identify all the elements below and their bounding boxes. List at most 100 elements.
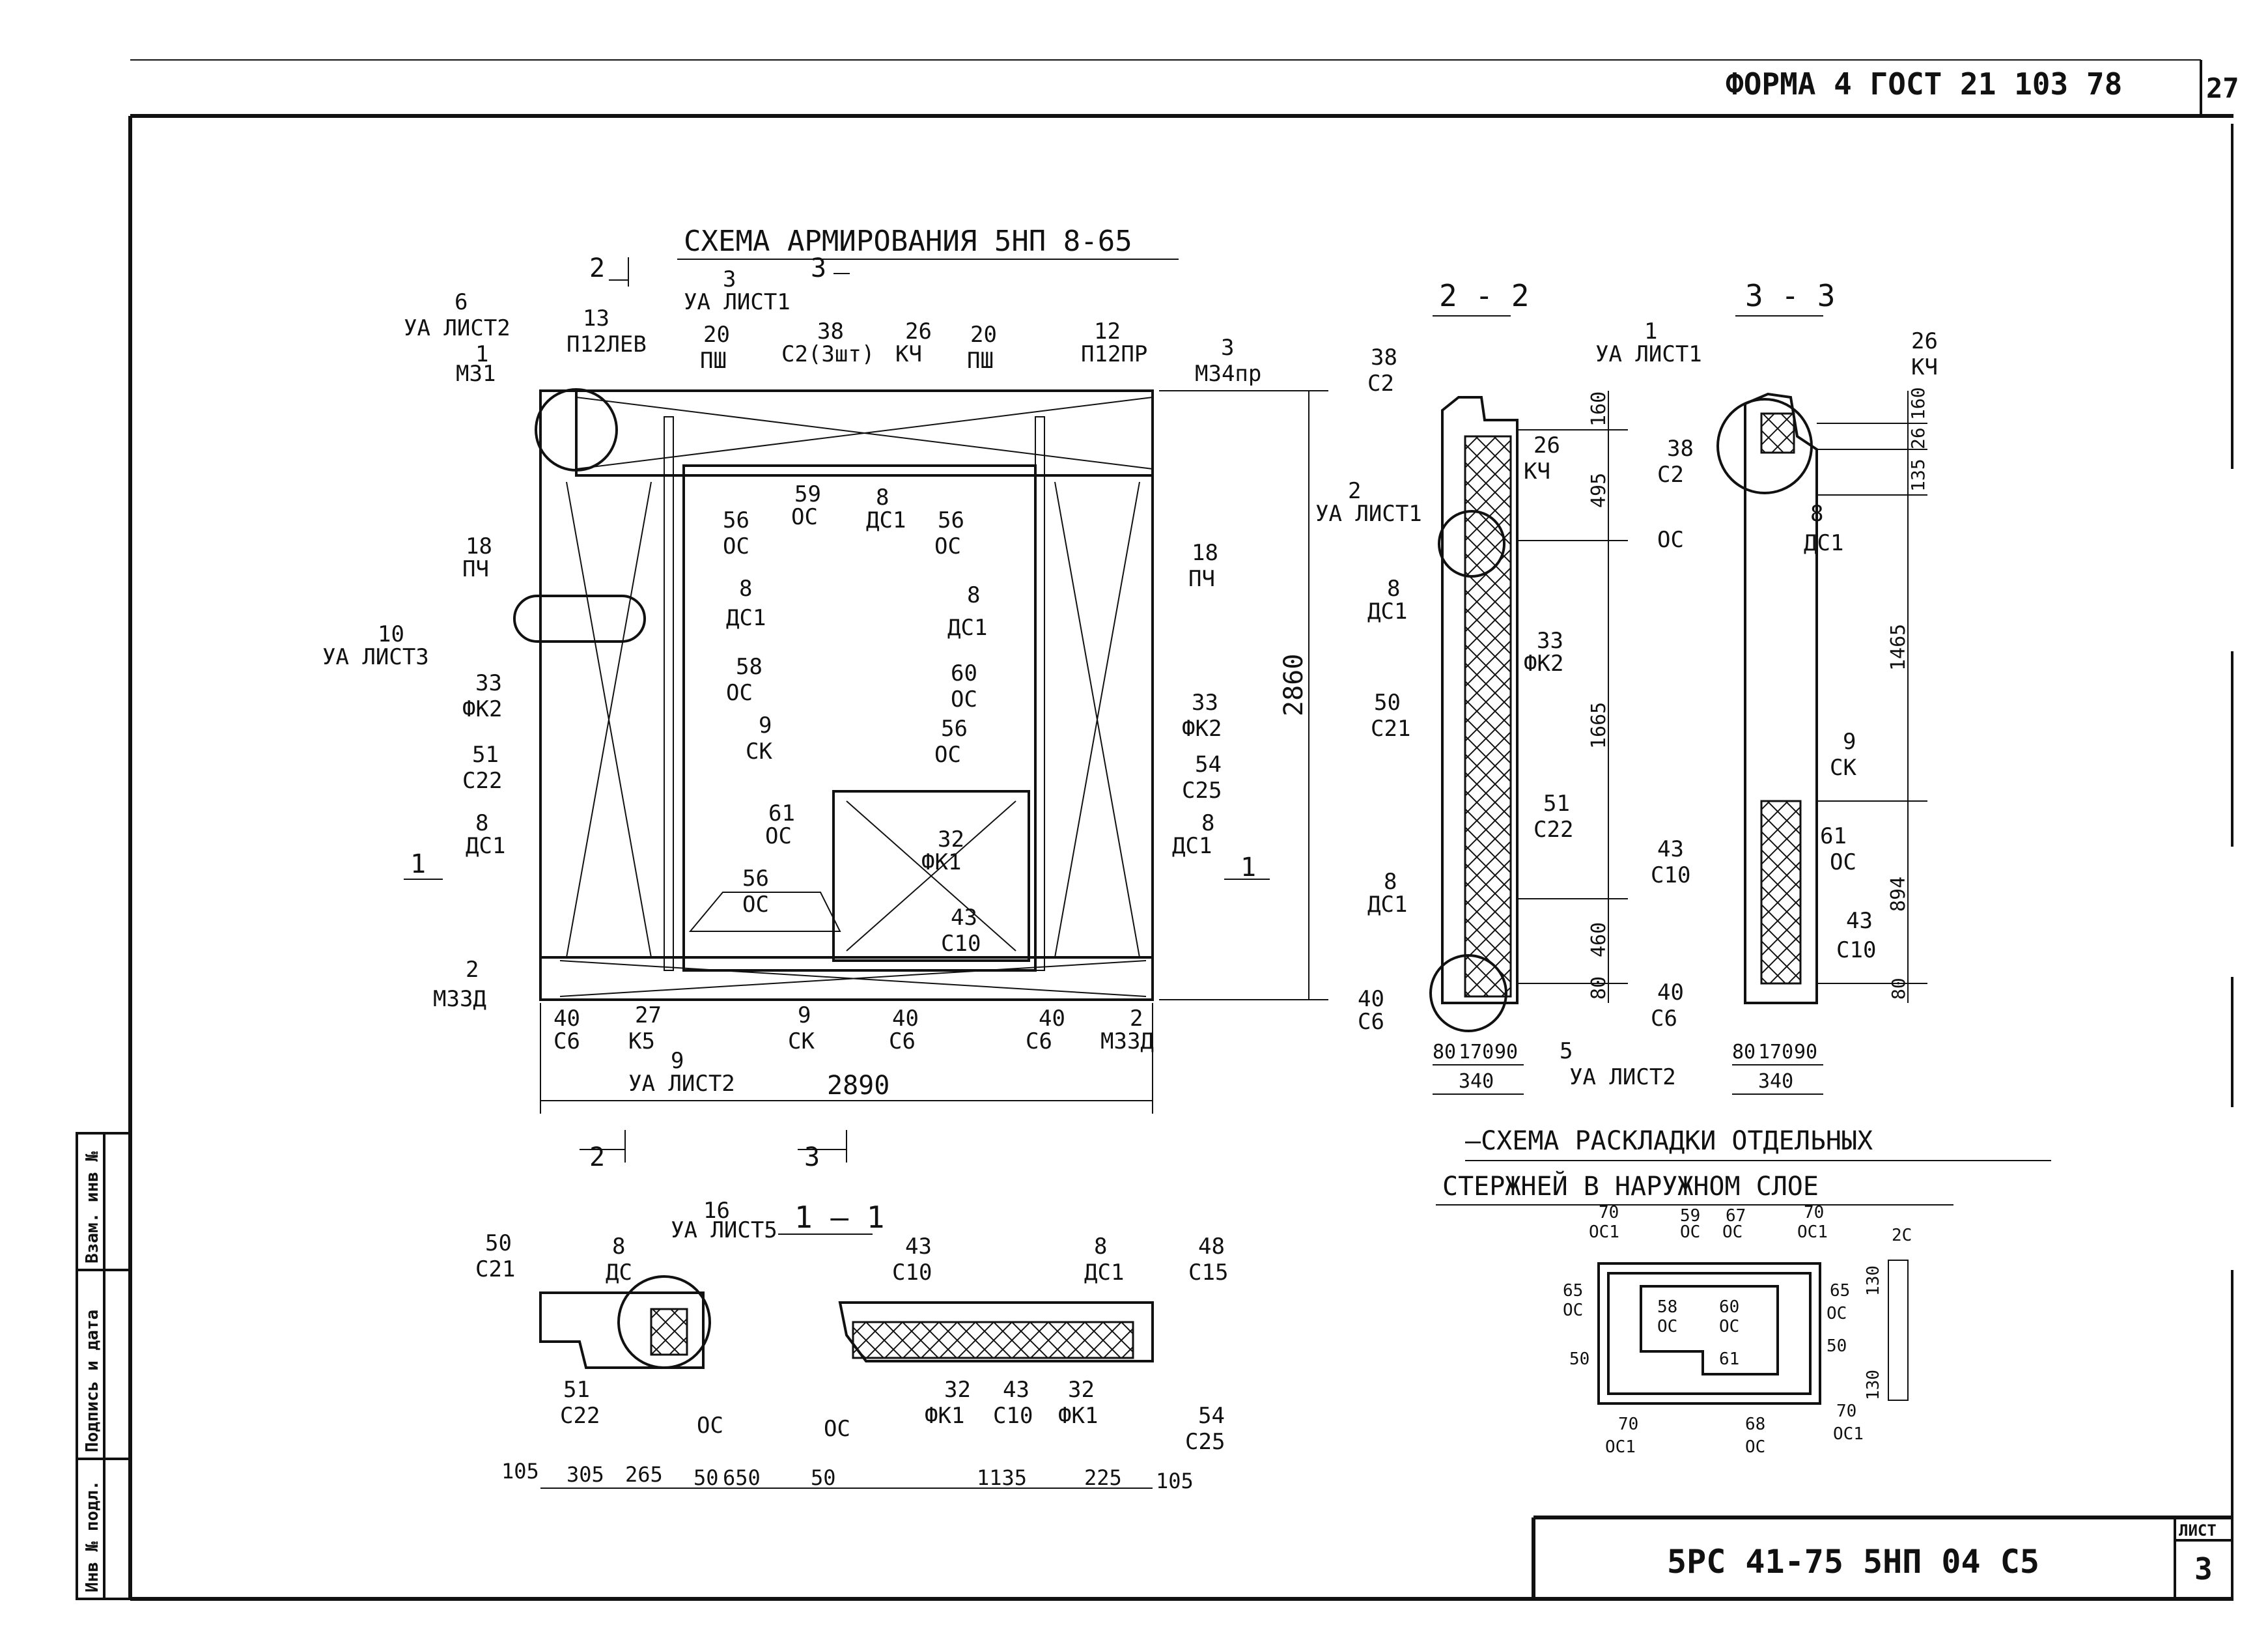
side-stamp: Инв № подл. Подпись и дата Взам. инв № [76, 1132, 132, 1600]
callout-num: 56 [723, 507, 749, 533]
svg-text:ОС: ОС [1563, 1301, 1583, 1320]
svg-text:ОС: ОС [1719, 1317, 1739, 1336]
callout-code: ОС [742, 892, 769, 918]
svg-text:УА ЛИСТ1: УА ЛИСТ1 [1315, 501, 1422, 527]
svg-text:61: 61 [1820, 823, 1847, 849]
svg-text:ДС1: ДС1 [1367, 892, 1407, 918]
layout-title-2: СТЕРЖНЕЙ В НАРУЖНОМ СЛОЕ [1442, 1170, 1819, 1202]
callout-num: 20 [703, 322, 730, 348]
svg-text:50: 50 [693, 1465, 719, 1490]
callout-code: УА ЛИСТ2 [628, 1071, 735, 1097]
svg-text:2С: 2С [1892, 1226, 1912, 1245]
svg-text:8: 8 [612, 1234, 625, 1260]
callout-code: П12ПР [1081, 341, 1147, 367]
callout-num: 9 [671, 1048, 684, 1074]
layout-scheme: —СХЕМА РАСКЛАДКИ ОТДЕЛЬНЫХ СТЕРЖНЕЙ В НА… [1436, 1126, 2051, 1457]
section-1-1-right-body [838, 1301, 1154, 1362]
callout-code: УА ЛИСТ1 [684, 289, 791, 315]
callout-num: 43 [951, 905, 977, 931]
callout-num: 33 [1192, 690, 1218, 716]
callout-code: П12ЛЕВ [567, 331, 647, 358]
svg-text:135: 135 [1907, 458, 1929, 492]
svg-text:1135: 1135 [977, 1465, 1027, 1490]
section-2-2-insulation [1464, 435, 1512, 998]
svg-text:16: 16 [703, 1198, 730, 1224]
sheet-label: ЛИСТ [2179, 1521, 2217, 1540]
section-1-1-left-insulation [650, 1308, 688, 1356]
svg-text:ДС1: ДС1 [1084, 1260, 1124, 1286]
callout-code: ПШ [967, 348, 994, 374]
callout-code: ДС1 [947, 615, 987, 641]
svg-text:60: 60 [1719, 1297, 1739, 1317]
dim-v: 160 [1588, 391, 1610, 427]
callout-code: С6 [553, 1028, 580, 1054]
svg-text:59: 59 [1680, 1206, 1700, 1226]
section-mark-1-left: 1 [410, 849, 426, 879]
section-mark-2-top: 2 [589, 253, 605, 283]
bottom-beam [539, 956, 1154, 1001]
callout-code: ПШ [700, 348, 727, 374]
stamp-cell-replace: Взам. инв № [83, 1151, 102, 1263]
svg-text:50: 50 [1569, 1349, 1589, 1369]
section-3-3-body [1744, 392, 1818, 1004]
layout-opening [1640, 1285, 1779, 1375]
svg-text:38: 38 [1371, 345, 1397, 371]
svg-text:32: 32 [944, 1377, 971, 1403]
svg-text:40: 40 [1358, 986, 1384, 1012]
callout-code: ДС1 [726, 605, 766, 631]
svg-text:70: 70 [1836, 1402, 1856, 1421]
svg-text:КЧ: КЧ [1524, 458, 1550, 485]
right-pier-bar [1035, 416, 1045, 971]
callout-code: ОС [934, 533, 961, 559]
callout-code: СК [746, 739, 772, 765]
section-2-2-body [1441, 396, 1519, 1004]
svg-text:305: 305 [567, 1462, 604, 1487]
section-2-2-callouts: 38 С2 26 КЧ 2 УА ЛИСТ1 8 ДС1 33 ФК2 50 С… [1315, 345, 1676, 1090]
callout-num: 9 [798, 1002, 811, 1028]
svg-text:70: 70 [1599, 1203, 1619, 1222]
callout-code: ФК2 [462, 696, 502, 722]
callout-num: 40 [892, 1006, 919, 1032]
callout-code: ОС [951, 686, 977, 712]
svg-text:УА ЛИСТ2: УА ЛИСТ2 [1569, 1064, 1676, 1090]
svg-text:50: 50 [1374, 690, 1401, 716]
diagonal-bars [559, 397, 1153, 997]
section-mark-1-right: 1 [1240, 853, 1256, 882]
section-mark-3-bottom: 3 [804, 1142, 820, 1172]
svg-text:33: 33 [1537, 628, 1563, 654]
svg-text:ФК2: ФК2 [1524, 651, 1563, 677]
svg-text:38: 38 [1667, 436, 1694, 462]
section-1-1-left-body [539, 1291, 705, 1369]
section-mark-2-bottom: 2 [589, 1142, 605, 1172]
svg-text:265: 265 [625, 1462, 663, 1487]
layout-outer-frame [1597, 1262, 1821, 1405]
callout-num: 59 [794, 481, 821, 507]
callout-num: 61 [768, 800, 795, 826]
svg-text:8: 8 [1810, 501, 1823, 527]
svg-text:9: 9 [1843, 729, 1856, 755]
callout-code: ФК1 [921, 849, 961, 875]
callout-code: КЧ [895, 341, 922, 367]
svg-text:90: 90 [1794, 1041, 1817, 1064]
section-1-1-dims: 105 305 265 50 650 50 1135 225 105 [501, 1459, 1194, 1493]
dim-v: 80 [1588, 976, 1610, 1000]
svg-text:43: 43 [1846, 908, 1873, 934]
main-view-title: СХЕМА АРМИРОВАНИЯ 5НП 8-65 [684, 225, 1132, 258]
callout-num: 18 [1192, 540, 1218, 566]
callout-num: 20 [970, 322, 997, 348]
svg-text:ФК1: ФК1 [925, 1403, 964, 1429]
svg-text:8: 8 [1384, 869, 1397, 895]
svg-text:С10: С10 [993, 1403, 1033, 1429]
callout-num: 9 [759, 712, 772, 739]
svg-text:ОС: ОС [1830, 849, 1856, 875]
svg-text:32: 32 [1068, 1377, 1095, 1403]
callout-num: 1 [475, 341, 488, 367]
dim-v: 460 [1588, 922, 1610, 957]
layout-labels: 70 ОС1 59 ОС 67 ОС 70 ОС1 65 ОС 58 ОС 60… [1563, 1203, 1912, 1457]
callout-code: С25 [1182, 778, 1222, 804]
svg-text:130: 130 [1864, 1265, 1883, 1296]
callout-code: К5 [628, 1028, 655, 1054]
svg-text:КЧ: КЧ [1911, 354, 1938, 380]
callout-num: 38 [817, 318, 844, 345]
